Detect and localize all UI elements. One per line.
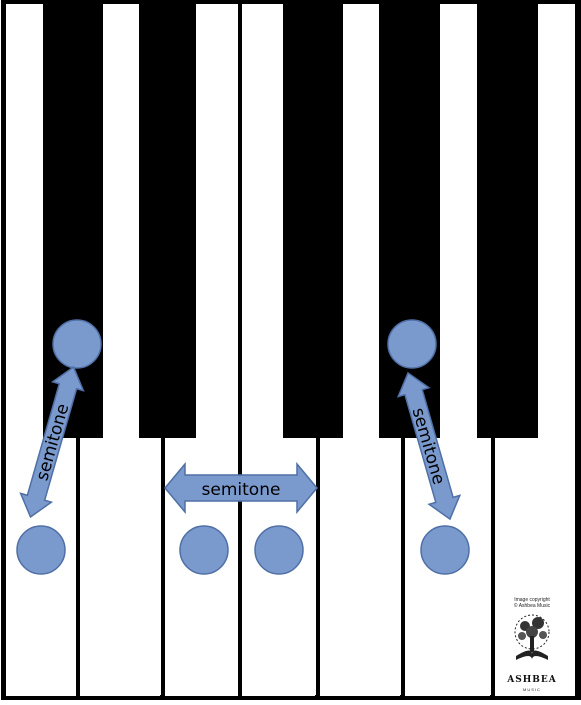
note-marker-white-mid-left [179,525,229,575]
note-marker-white-mid-right [254,525,304,575]
copyright-line: © Ashbea Music [513,603,551,609]
double-arrow-icon [19,365,85,519]
double-arrow-icon [164,461,318,515]
logo-name: ASHBEA [507,675,557,685]
note-marker-black-right [387,319,437,369]
copyright-line: Image copyright [514,597,550,603]
black-keys [43,4,538,438]
middle-semitone-label: semitone [202,480,281,500]
black-key-4[interactable] [379,4,440,438]
middle-semitone-arrow: semitone [164,461,318,515]
note-marker-white-right [420,525,470,575]
tree-logo-icon [514,614,550,660]
black-key-2[interactable] [139,4,196,438]
double-arrow-icon [396,371,462,521]
copyright-notice: Image copyright © Ashbea Music [500,597,564,609]
note-marker-white-left [16,525,66,575]
logo-subtitle: MUSIC [523,687,541,692]
black-key-3[interactable] [283,4,343,438]
black-key-5[interactable] [477,4,538,438]
note-marker-black-left [52,319,102,369]
note-markers [16,319,470,575]
